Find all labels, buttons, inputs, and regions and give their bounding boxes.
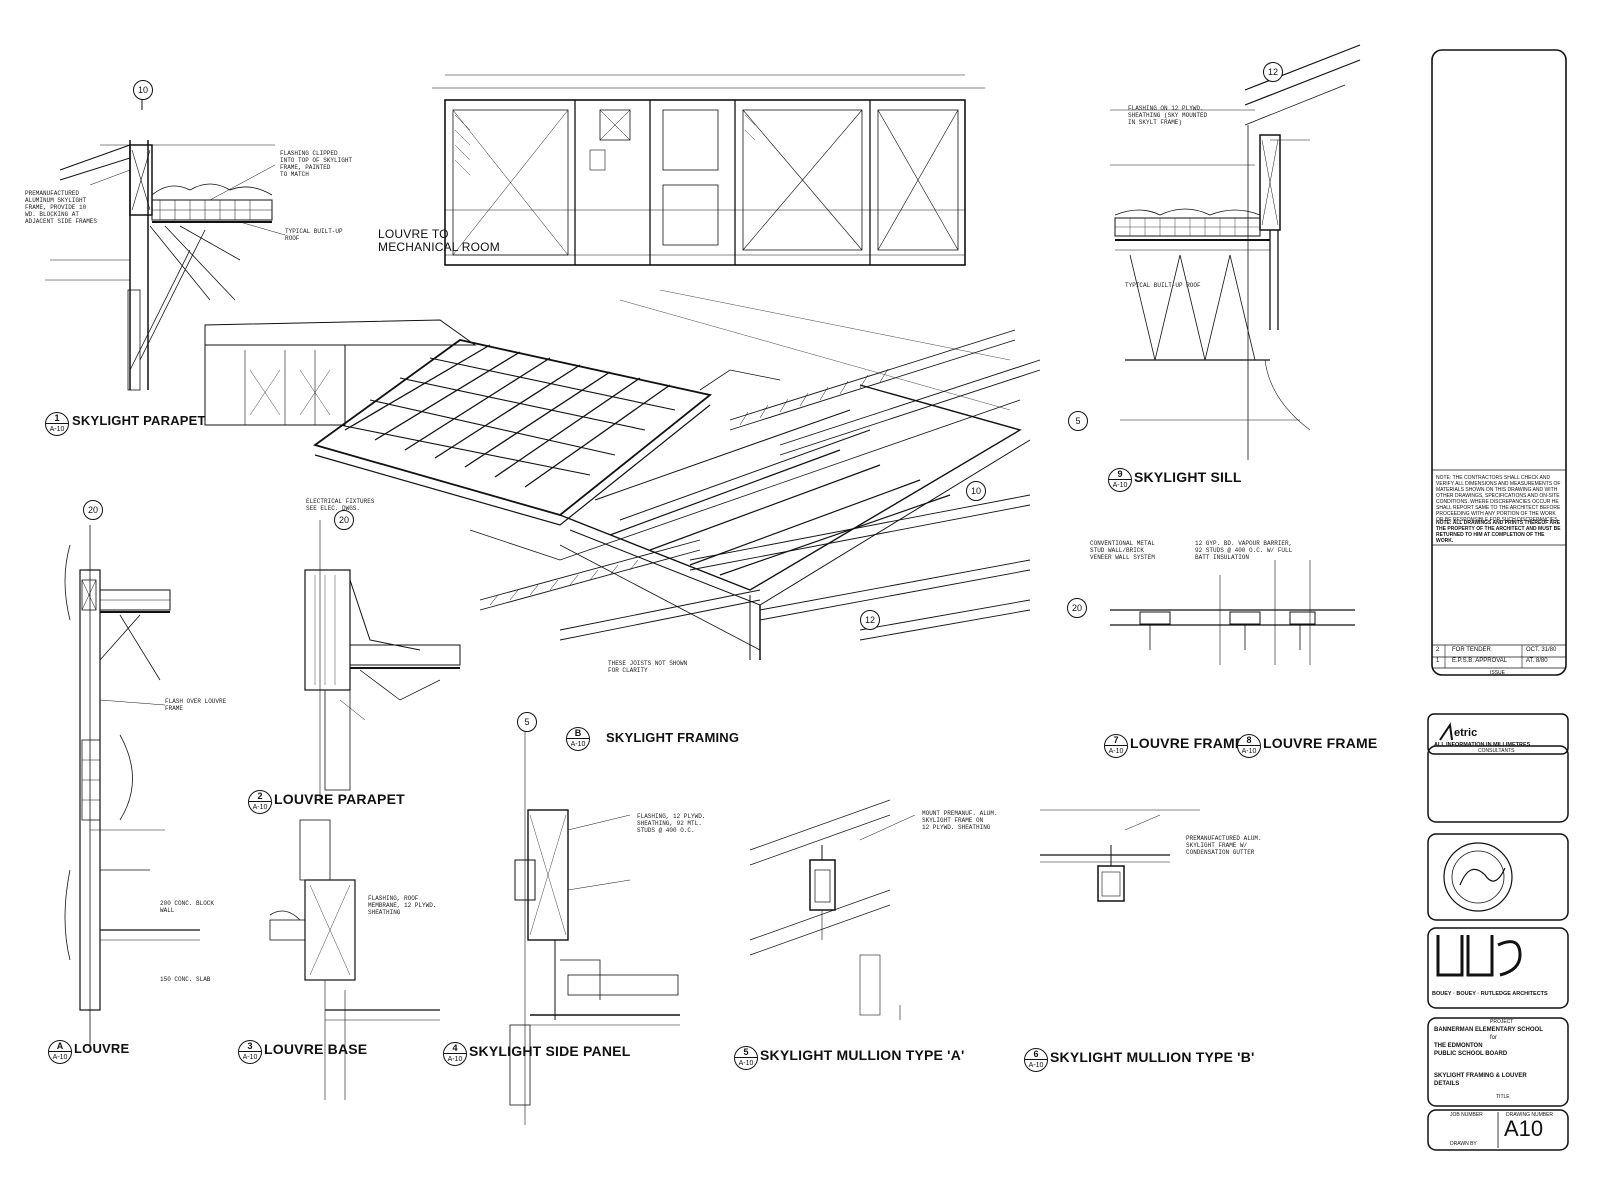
note-mount-skylight: MOUNT PREMANUF. ALUM. SKYLIGHT FRAME ON … — [922, 810, 998, 831]
leader-lines — [89, 109, 1310, 891]
detail-a-title: LOUVRE — [74, 1041, 130, 1056]
detail-1-title: SKYLIGHT PARAPET — [72, 413, 206, 428]
detail-4-skylight-side-panel-drawing — [509, 720, 680, 1125]
grid-ref-20-right: 20 — [1067, 598, 1087, 618]
note-flashing-plywood: FLASHING ON 12 PLYWD. SHEATHING (SKY MOU… — [1128, 105, 1208, 126]
note-flashing-clipped: FLASHING CLIPPED INTO TOP OF SKYLIGHT FR… — [280, 150, 353, 178]
elevation-title: LOUVRE TO MECHANICAL ROOM — [378, 227, 500, 254]
title-block-frame — [1427, 49, 1569, 1151]
note-metal-stud-wall: CONVENTIONAL METAL STUD WALL/BRICK VENEE… — [1090, 540, 1155, 561]
note-conc-slab: 150 CONC. SLAB — [160, 976, 211, 983]
project-line-4: PUBLIC SCHOOL BOARD — [1434, 1051, 1508, 1057]
project-line-3: THE EDMONTON — [1434, 1043, 1483, 1049]
note-electrical-fixtures: ELECTRICAL FIXTURES SEE ELEC. DWGS. — [306, 498, 375, 512]
issue-2-no: 2 — [1436, 647, 1440, 653]
skylight-framing-isometric — [204, 289, 1041, 660]
detail-3-title: LOUVRE BASE — [264, 1041, 368, 1057]
detail-2-title: LOUVRE PARAPET — [274, 791, 405, 807]
title-label: TITLE — [1496, 1094, 1510, 1100]
grid-ref-20-left: 20 — [83, 500, 103, 520]
detail-a-louvre-drawing — [64, 525, 200, 1050]
detail-7-title: LOUVRE FRAME — [1130, 735, 1245, 751]
note-built-up-roof: TYPICAL BUILT-UP ROOF — [285, 228, 343, 242]
issue-1-date: AT. 8/80 — [1526, 658, 1548, 664]
title-line-2: DETAILS — [1434, 1081, 1460, 1087]
detail-b-title: SKYLIGHT FRAMING — [606, 730, 740, 745]
detail-9-title: SKYLIGHT SILL — [1134, 469, 1242, 485]
metric-word: etric — [1454, 727, 1478, 739]
architect-name: BOUEY · BOUEY · RUTLEDGE ARCHITECTS — [1432, 991, 1548, 997]
title-block-property-note: NOTE: ALL DRAWINGS AND PRINTS THEREOF AR… — [1436, 520, 1561, 544]
drawn-by-label: DRAWN BY — [1450, 1141, 1477, 1147]
drawing-number-label: DRAWING NUMBER — [1506, 1112, 1554, 1118]
note-conc-block: 200 CONC. BLOCK WALL — [160, 900, 215, 914]
note-flashing-roof-membrane: FLASHING, ROOF MEMBRANE, 12 PLYWD. SHEAT… — [368, 895, 437, 916]
grid-ref-10-top: 10 — [133, 80, 153, 100]
detail-5-mullion-a-drawing — [749, 799, 901, 1020]
detail-6-title: SKYLIGHT MULLION TYPE 'B' — [1050, 1049, 1255, 1065]
detail-2-louvre-parapet-drawing — [304, 520, 461, 800]
grid-ref-12-iso: 12 — [860, 610, 880, 630]
note-premanufactured-frame: PREMANUFACTURED ALUMINUM SKYLIGHT FRAME,… — [25, 190, 98, 225]
grid-ref-12-top: 12 — [1263, 62, 1283, 82]
detail-5-title: SKYLIGHT MULLION TYPE 'A' — [760, 1047, 965, 1063]
issue-1-desc: E.P.S.B. APPROVAL — [1452, 658, 1508, 664]
detail-3-louvre-base-drawing — [269, 819, 440, 1100]
issue-2-date: OCT. 31/80 — [1526, 647, 1557, 653]
detail-9-skylight-sill-drawing — [1114, 44, 1361, 460]
detail-1-skylight-parapet-drawing — [45, 95, 275, 391]
grid-ref-5: 5 — [1068, 411, 1088, 431]
note-typical-roof: TYPICAL BUILT-UP ROOF — [1125, 282, 1201, 289]
issue-label: ISSUE — [1490, 670, 1506, 676]
note-condensation-gutter: PREMANUFACTURED ALUM. SKYLIGHT FRAME W/ … — [1186, 835, 1262, 856]
title-block-note: NOTE: THE CONTRACTORS SHALL CHECK AND VE… — [1436, 475, 1561, 523]
job-number-label: JOB NUMBER — [1450, 1112, 1483, 1118]
title-line-1: SKYLIGHT FRAMING & LOUVER — [1434, 1073, 1527, 1079]
drawing-number: A10 — [1504, 1116, 1544, 1141]
grid-ref-10-iso: 10 — [966, 481, 986, 501]
detail-8-title: LOUVRE FRAME — [1263, 735, 1378, 751]
note-gypsum-vapour: 12 GYP. BD. VAPOUR BARRIER, 92 STUDS @ 4… — [1195, 540, 1293, 561]
note-flashing-studs: FLASHING, 12 PLYWD. SHEATHING, 92 MTL. S… — [637, 813, 706, 834]
project-line-1: BANNERMAN ELEMENTARY SCHOOL — [1434, 1027, 1543, 1033]
detail-4-title: SKYLIGHT SIDE PANEL — [469, 1043, 631, 1059]
metric-subtitle: ALL INFORMATION IN MILLIMETRES — [1434, 742, 1531, 748]
issue-1-no: 1 — [1436, 658, 1440, 664]
project-label: PROJECT — [1490, 1019, 1514, 1025]
louvre-elevation-drawing — [432, 74, 985, 266]
grid-ref-5-detail4: 5 — [517, 712, 537, 732]
detail-7-8-louvre-frame-drawing — [1110, 560, 1355, 665]
project-line-2: for — [1490, 1035, 1498, 1041]
consultants-label: CONSULTANTS — [1478, 748, 1515, 754]
issue-2-desc: FOR TENDER — [1452, 647, 1491, 653]
note-flash-over-louvre: FLASH OVER LOUVRE FRAME — [165, 698, 227, 712]
detail-6-mullion-b-drawing — [1040, 809, 1200, 902]
note-joists-clarity: THESE JOISTS NOT SHOWN FOR CLARITY — [608, 660, 688, 674]
grid-ref-20-center: 20 — [334, 510, 354, 530]
